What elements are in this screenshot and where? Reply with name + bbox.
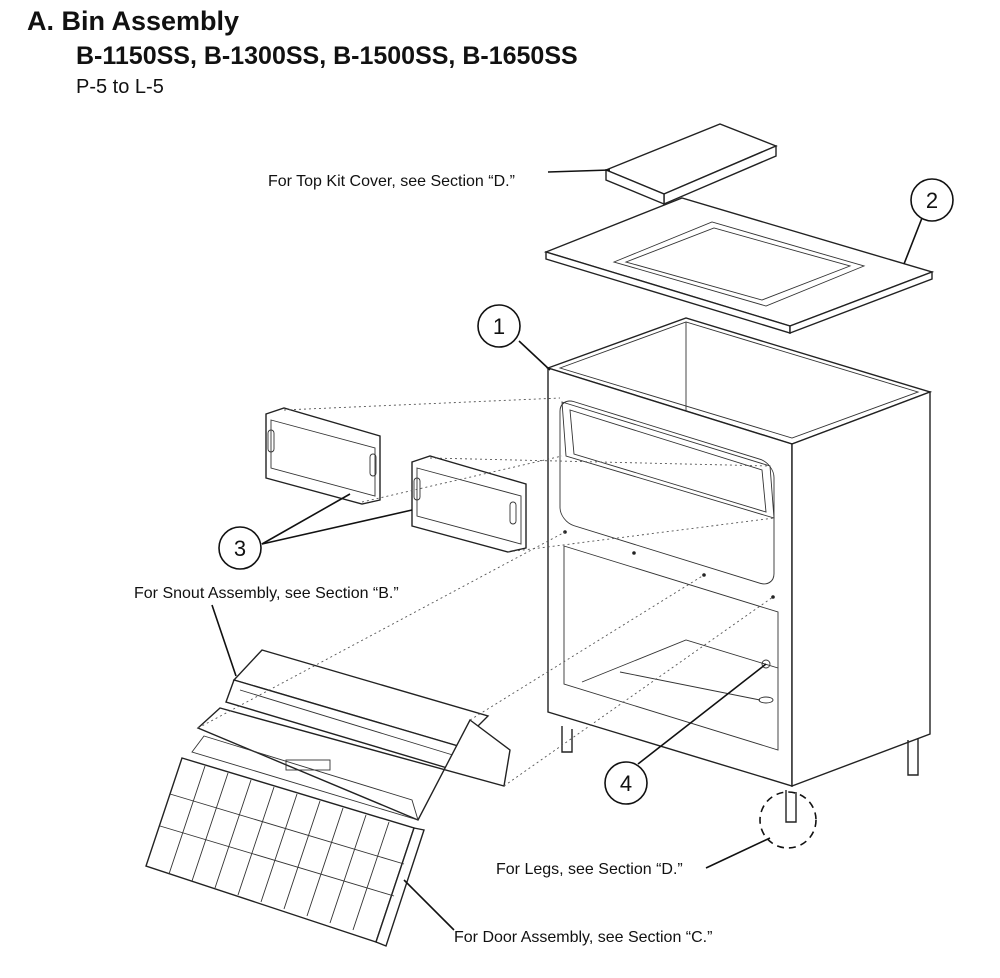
front-panels [265, 407, 527, 553]
snout-assembly [191, 649, 511, 821]
model-list: B-1150SS, B-1300SS, B-1500SS, B-1650SS [76, 42, 578, 70]
bin-cabinet [545, 317, 933, 849]
svg-text:1: 1 [493, 314, 505, 339]
part-balloon-2: 2 [910, 178, 954, 222]
top-panel [543, 197, 935, 335]
top-kit-cover [604, 123, 778, 206]
page-title: A. Bin Assembly [27, 6, 240, 36]
leader-lines [211, 169, 923, 931]
svg-text:4: 4 [620, 771, 632, 796]
serial-range: P-5 to L-5 [76, 76, 164, 98]
part-balloon-1: 1 [477, 304, 521, 348]
svg-text:2: 2 [926, 188, 938, 213]
callout-door: For Door Assembly, see Section “C.” [454, 929, 712, 946]
svg-text:3: 3 [234, 536, 246, 561]
part-balloon-4: 4 [604, 761, 648, 805]
part-balloon-3: 3 [218, 526, 262, 570]
door-assembly [145, 757, 425, 947]
callout-top-kit-cover: For Top Kit Cover, see Section “D.” [268, 173, 515, 190]
callout-snout: For Snout Assembly, see Section “B.” [134, 585, 399, 602]
callout-legs: For Legs, see Section “D.” [496, 861, 683, 878]
alignment-lines [197, 397, 775, 787]
